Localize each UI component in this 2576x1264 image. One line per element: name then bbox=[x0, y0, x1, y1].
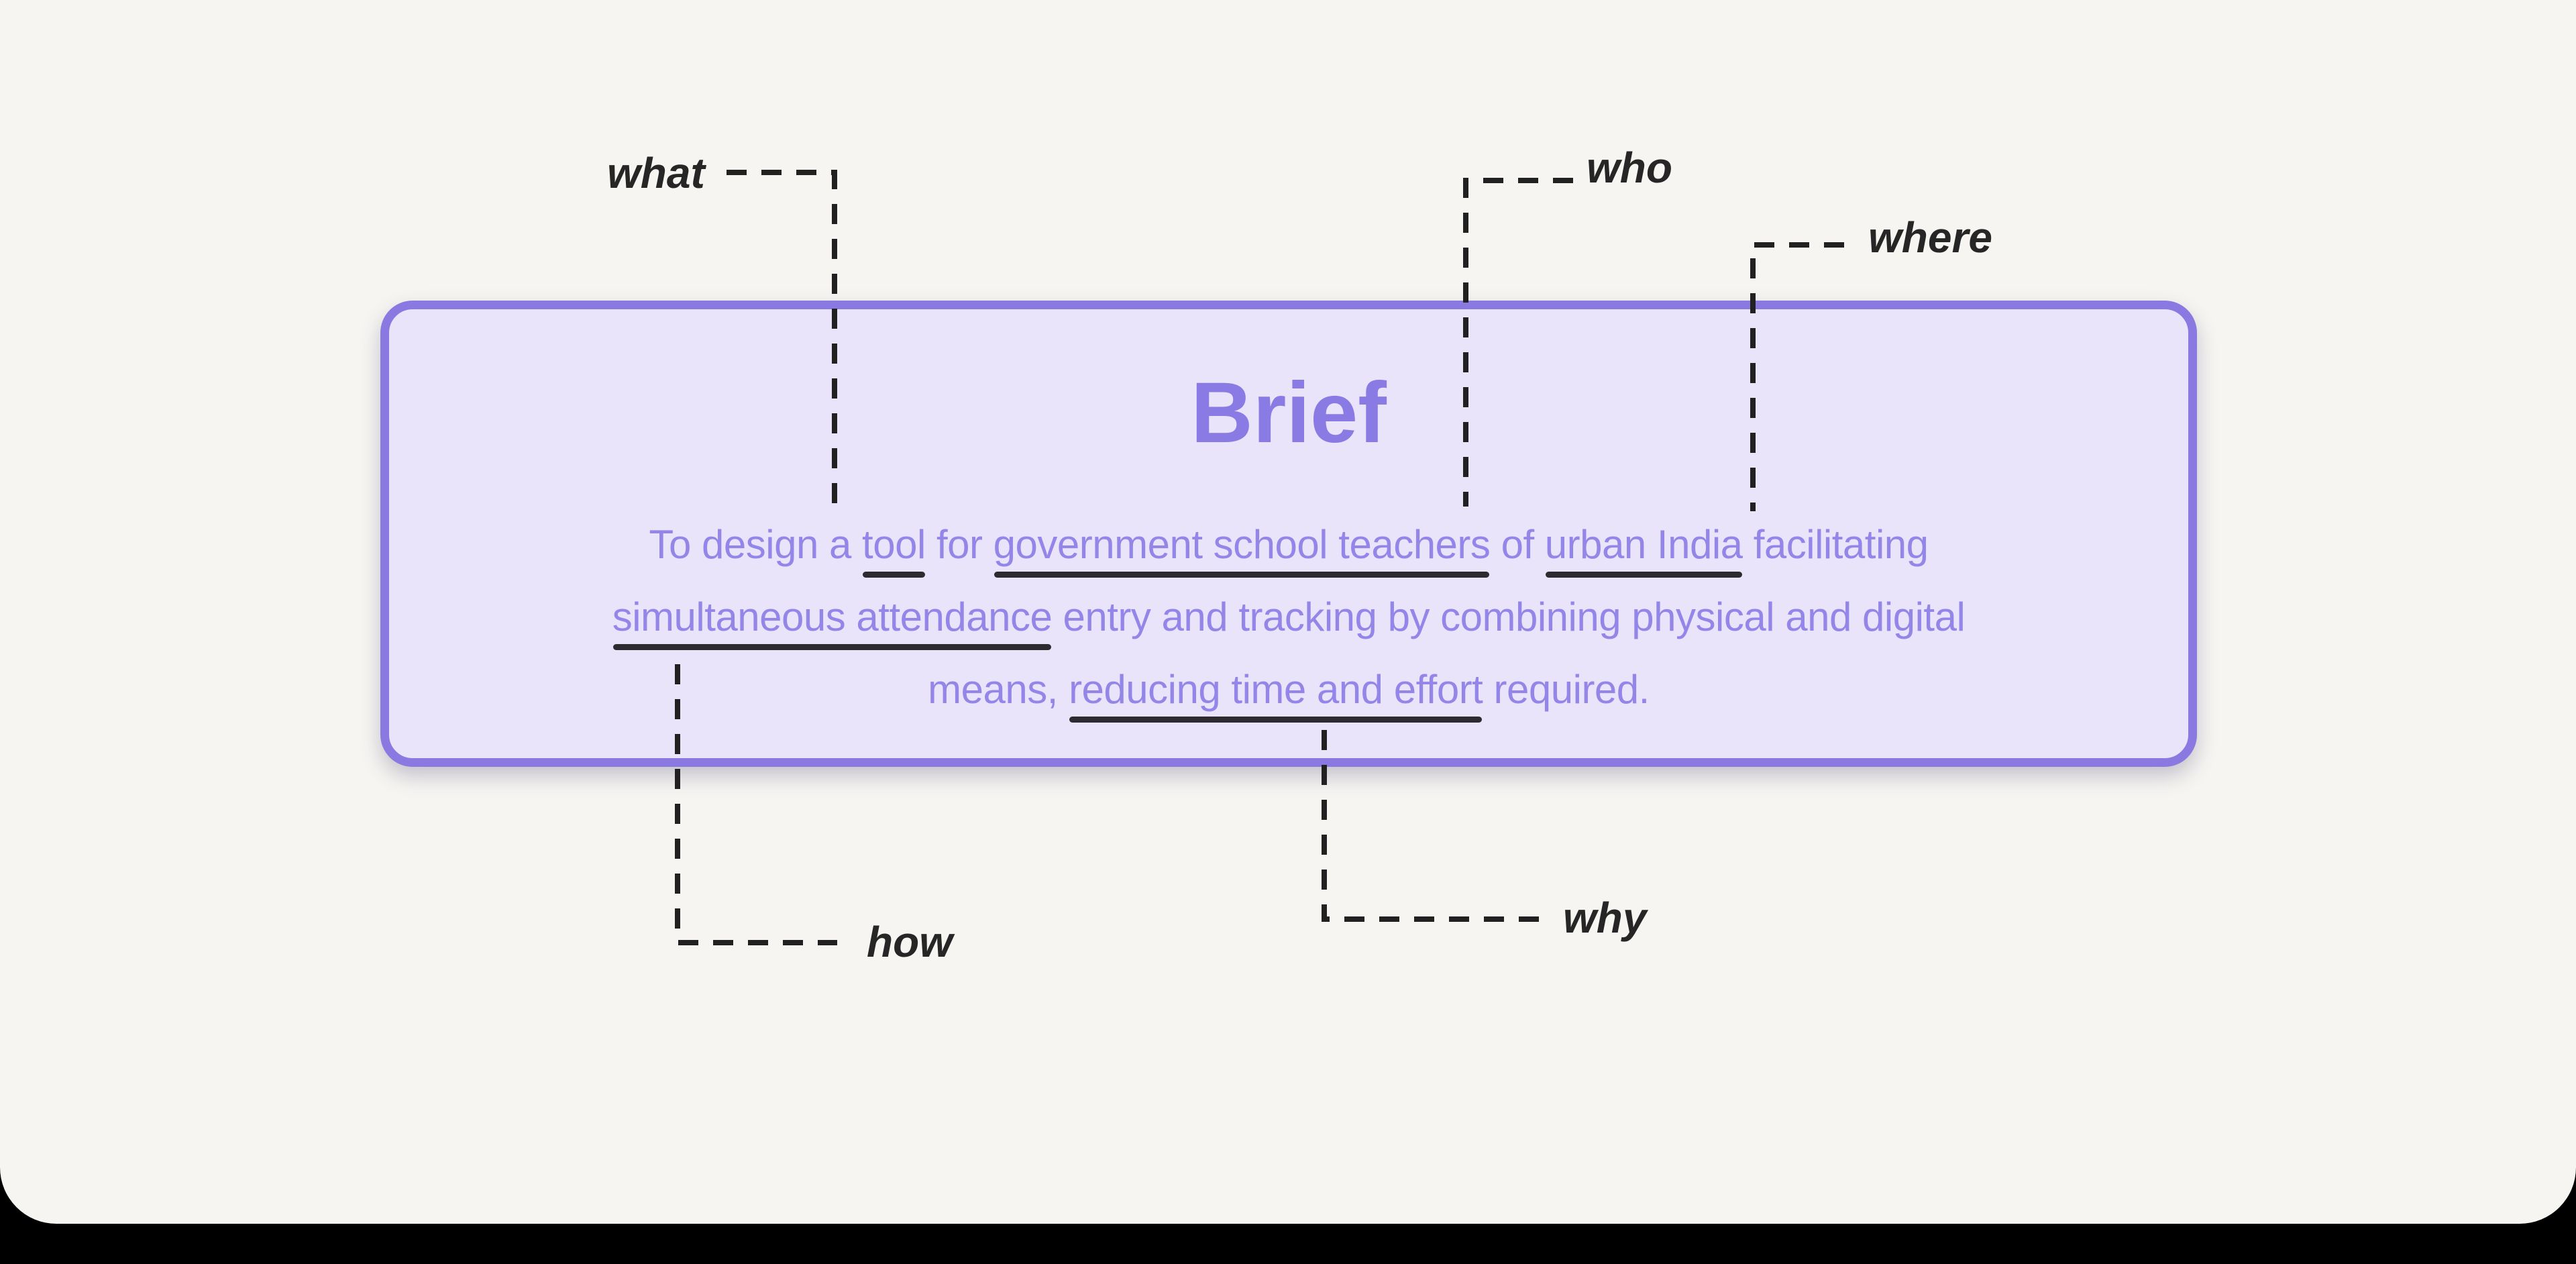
brief-segment: facilitating bbox=[1742, 522, 1929, 567]
brief-segment: To design a bbox=[649, 522, 863, 567]
annotation-label-where: where bbox=[1868, 213, 1992, 262]
annotation-label-why: why bbox=[1563, 894, 1647, 942]
underlined-phrase-why: reducing time and effort bbox=[1069, 667, 1483, 723]
brief-line-1: To design a tool for government school t… bbox=[380, 509, 2197, 581]
underlined-phrase-what: tool bbox=[862, 522, 926, 578]
annotation-label-what: what bbox=[607, 149, 705, 197]
underlined-phrase-how: simultaneous attendance bbox=[612, 594, 1053, 650]
annotation-label-who: who bbox=[1587, 144, 1672, 192]
brief-segment: for bbox=[925, 522, 994, 567]
brief-segment: of bbox=[1490, 522, 1545, 567]
brief-segment: entry and tracking by combining physical… bbox=[1052, 594, 1966, 639]
brief-title: Brief bbox=[1191, 365, 1387, 461]
brief-line-2: simultaneous attendance entry and tracki… bbox=[380, 581, 2197, 653]
brief-paragraph: To design a tool for government school t… bbox=[380, 509, 2197, 726]
annotation-label-how: how bbox=[867, 918, 953, 966]
brief-segment: required. bbox=[1483, 667, 1650, 712]
underlined-phrase-who: government school teachers bbox=[993, 522, 1491, 578]
canvas-background: Brief To design a tool for government sc… bbox=[0, 0, 2576, 1224]
underlined-phrase-where: urban India bbox=[1544, 522, 1743, 578]
brief-line-3: means, reducing time and effort required… bbox=[380, 653, 2197, 726]
brief-segment: means, bbox=[928, 667, 1069, 712]
bottom-bar bbox=[0, 1224, 2576, 1264]
